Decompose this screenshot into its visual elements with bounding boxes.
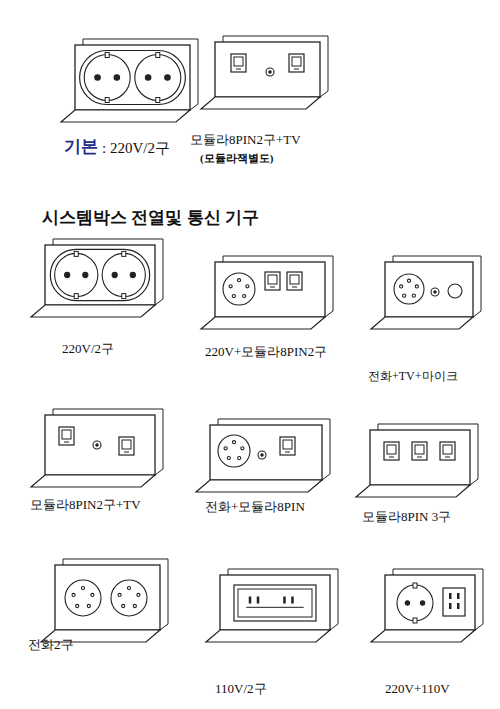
phone-2-device: [41, 559, 168, 642]
outlet-label: 220V+모듈라8PIN2구: [205, 344, 327, 360]
outlet-label: 모듈라8PIN2구+TV: [190, 132, 301, 148]
outlet-label: 전화2구: [28, 637, 74, 653]
outlet-label: 모듈라8PIN 3구: [362, 509, 451, 525]
outlet-label: 220V/2구: [62, 341, 114, 357]
note-label: (모듈라잭별도): [200, 152, 273, 165]
outlet-label: : 220V/2구: [102, 139, 170, 157]
outlet-label: 220V+110V: [385, 681, 450, 697]
duplex-outlet-device: [61, 39, 198, 122]
modular-tv-device: [31, 409, 163, 487]
section-heading: 시스템박스 전열및 통신 기구: [42, 206, 259, 229]
modular-3-device: [356, 424, 478, 497]
phone-modular-device: [196, 419, 330, 492]
outlet-220-110-device: [371, 569, 483, 642]
outlet-label: 전화+TV+마이크: [368, 369, 458, 383]
outlet-label: 모듈라8PIN2구+TV: [30, 497, 141, 513]
modular-tv-device: [201, 36, 328, 109]
basic-tag: 기본: [64, 137, 98, 157]
outlet-label: 전화+모듈라8PIN: [205, 499, 305, 515]
outlet-label: 110V/2구: [215, 681, 267, 697]
outlet-modular-device: [201, 256, 333, 329]
outlet-110v-device: [206, 569, 338, 642]
phone-tv-mic-device: [371, 256, 481, 329]
duplex-outlet-device: [31, 239, 163, 317]
